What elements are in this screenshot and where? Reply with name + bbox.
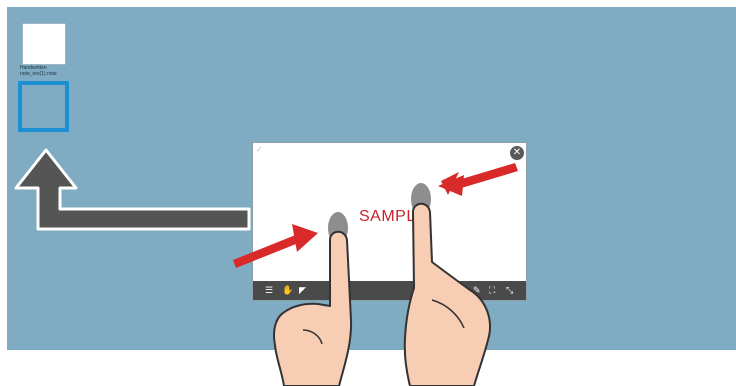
pinch-arrow-right	[438, 163, 518, 196]
right-hand	[405, 204, 490, 386]
pinch-arrow-left	[233, 224, 318, 268]
drag-path-arrow	[16, 150, 249, 229]
left-hand	[274, 232, 351, 386]
